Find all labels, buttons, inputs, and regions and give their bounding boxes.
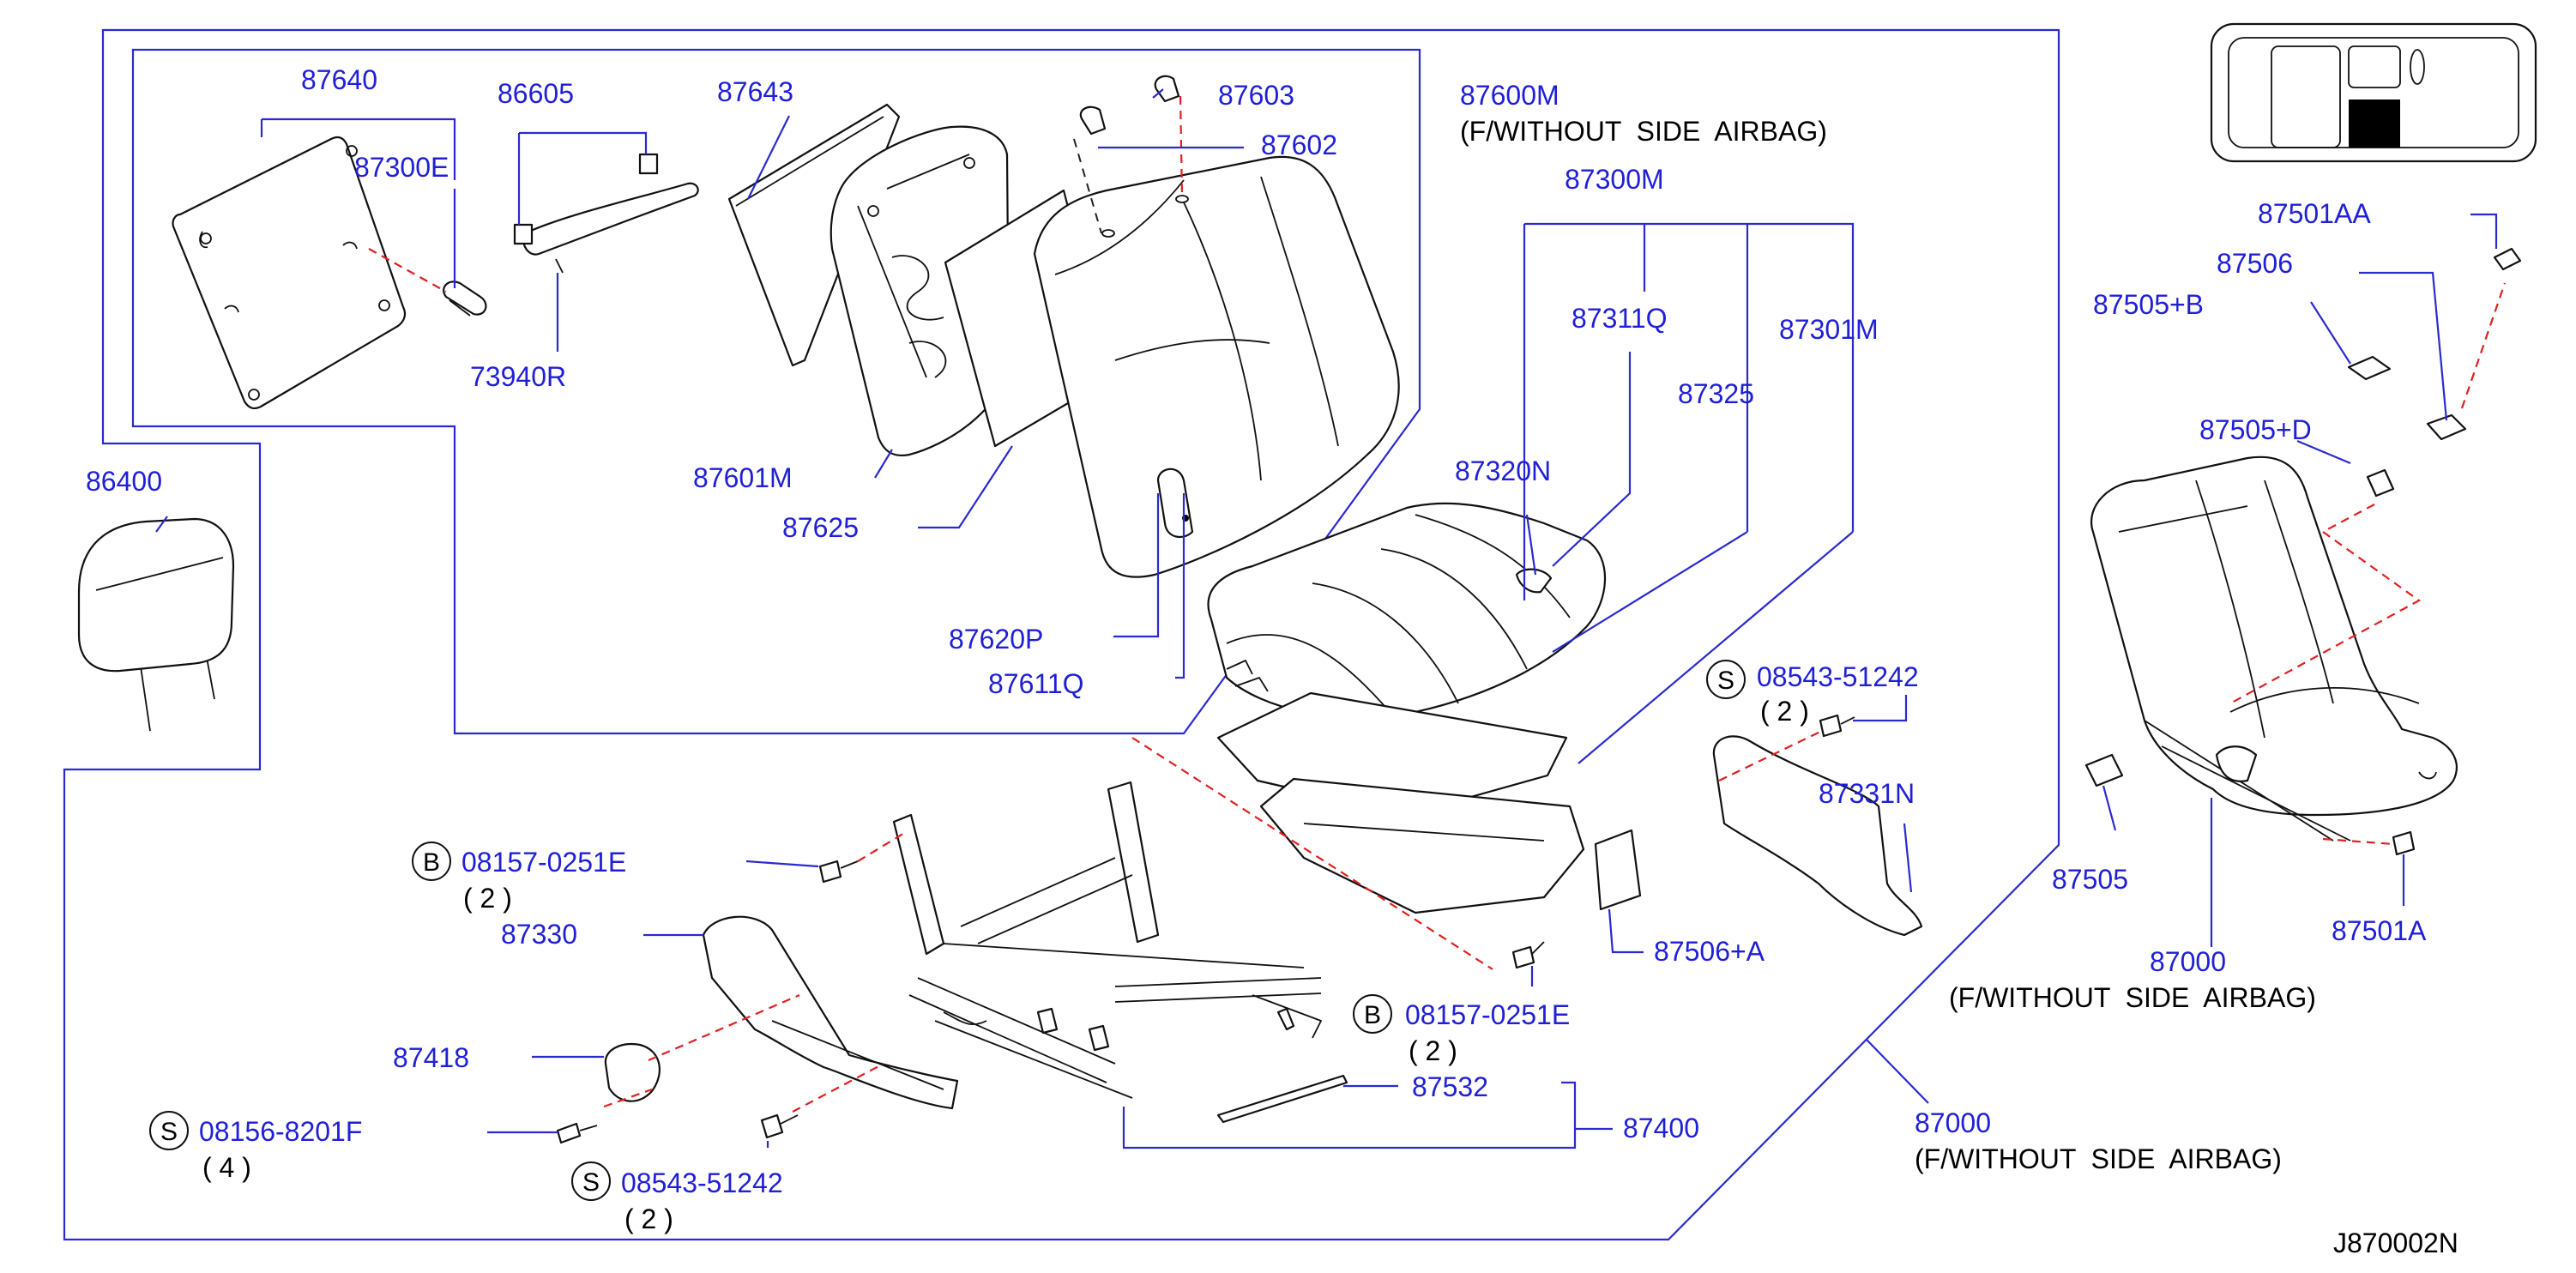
bolt-87501aa: [2493, 247, 2522, 271]
callout-08157-a: 08157-0251E: [462, 847, 626, 878]
callout-87300E: 87300E: [354, 152, 449, 183]
headrest: [77, 517, 235, 732]
callout-08543-b: 08543-51242: [621, 1167, 783, 1198]
rod: [1216, 1074, 1348, 1124]
main-group-frame: [63, 28, 2060, 1241]
symbol-s-3: S: [571, 1161, 611, 1201]
qty-08156: ( 4 ): [202, 1152, 251, 1183]
callout-87603: 87603: [1218, 80, 1294, 111]
leader-lines: [155, 88, 2498, 1149]
side-cover-left: [702, 915, 959, 1110]
bracket: [1594, 829, 1642, 911]
callout-87532: 87532: [1412, 1071, 1488, 1102]
callout-87600M: 87600M: [1460, 80, 1559, 111]
seatback-group-frame: [131, 48, 1421, 735]
bolt-87501a: [2392, 830, 2416, 856]
callout-87501A: 87501A: [2332, 915, 2427, 946]
back-clips: [1079, 75, 1189, 238]
callout-87611Q: 87611Q: [988, 668, 1084, 699]
callout-87000-b: 87000: [1915, 1107, 1991, 1138]
cushion-pad: [1216, 660, 1585, 914]
callout-87325: 87325: [1678, 378, 1754, 409]
symbol-b-2: B: [1353, 994, 1392, 1034]
callout-87620P: 87620P: [949, 624, 1043, 655]
qty-08157-a: ( 2 ): [463, 883, 512, 914]
callout-86605: 86605: [498, 78, 574, 109]
qty-08157-b: ( 2 ): [1409, 1035, 1457, 1066]
svg-text:S: S: [160, 1118, 178, 1146]
callout-73940R: 73940R: [470, 361, 566, 392]
callout-87330: 87330: [501, 919, 577, 950]
knob: [604, 1043, 661, 1102]
note-87000-r: (F/WITHOUT SIDE AIRBAG): [1949, 982, 2316, 1013]
callout-87601M: 87601M: [693, 462, 793, 493]
symbol-s-2: S: [149, 1111, 189, 1150]
svg-text:S: S: [1717, 667, 1734, 695]
installation-lines: [368, 95, 2507, 1113]
symbol-s-1: S: [1706, 660, 1746, 699]
svg-text:B: B: [423, 848, 440, 877]
callout-08543-a: 08543-51242: [1757, 661, 1919, 692]
callout-87320N: 87320N: [1455, 456, 1551, 486]
seat-adjuster: [892, 781, 1322, 1099]
diagram-id: J870002N: [2333, 1228, 2458, 1258]
callout-87301M: 87301M: [1779, 314, 1879, 345]
note-87000-b: (F/WITHOUT SIDE AIRBAG): [1915, 1143, 2282, 1174]
callout-87602: 87602: [1261, 130, 1337, 160]
connector-87505d: [2366, 468, 2395, 498]
svg-text:S: S: [582, 1168, 600, 1197]
callout-87506A: 87506+A: [1654, 936, 1765, 967]
callout-87000-r: 87000: [2150, 946, 2226, 977]
vehicle-locator: [2210, 22, 2537, 163]
callout-08156: 08156-8201F: [199, 1116, 362, 1147]
callout-87625: 87625: [782, 512, 859, 543]
callout-87418: 87418: [393, 1042, 469, 1073]
callout-86400: 86400: [86, 466, 162, 497]
callout-87643: 87643: [717, 76, 793, 107]
callout-87640: 87640: [301, 64, 377, 95]
callout-87501AA: 87501AA: [2258, 198, 2371, 229]
seat-assembly: [2090, 456, 2458, 842]
cap-87506: [2426, 413, 2467, 441]
svg-text:B: B: [1364, 1001, 1381, 1029]
callout-87505D: 87505+D: [2199, 414, 2312, 445]
seat-cushion: [1207, 502, 1607, 719]
symbol-b-1: B: [412, 842, 451, 881]
callout-87311Q: 87311Q: [1572, 303, 1668, 334]
callout-08157-b: 08157-0251E: [1405, 999, 1570, 1030]
callout-87300M: 87300M: [1565, 164, 1664, 195]
qty-08543-b: ( 2 ): [624, 1204, 673, 1234]
callout-87400: 87400: [1623, 1113, 1699, 1143]
note-87600M: (F/WITHOUT SIDE AIRBAG): [1460, 116, 1827, 147]
cover-87505: [2084, 753, 2124, 787]
fasteners: [556, 714, 1855, 1144]
clip: [443, 281, 487, 317]
side-cover-right: [1712, 735, 1923, 937]
callout-87505: 87505: [2052, 864, 2128, 895]
callout-87331N: 87331N: [1819, 778, 1915, 809]
back-board: [172, 136, 407, 410]
qty-08543-a: ( 2 ): [1760, 696, 1809, 727]
assist-handle: [513, 153, 699, 274]
callout-87505B: 87505+B: [2093, 289, 2204, 320]
callout-87506: 87506: [2217, 248, 2293, 279]
cap-87505b: [2347, 355, 2392, 381]
